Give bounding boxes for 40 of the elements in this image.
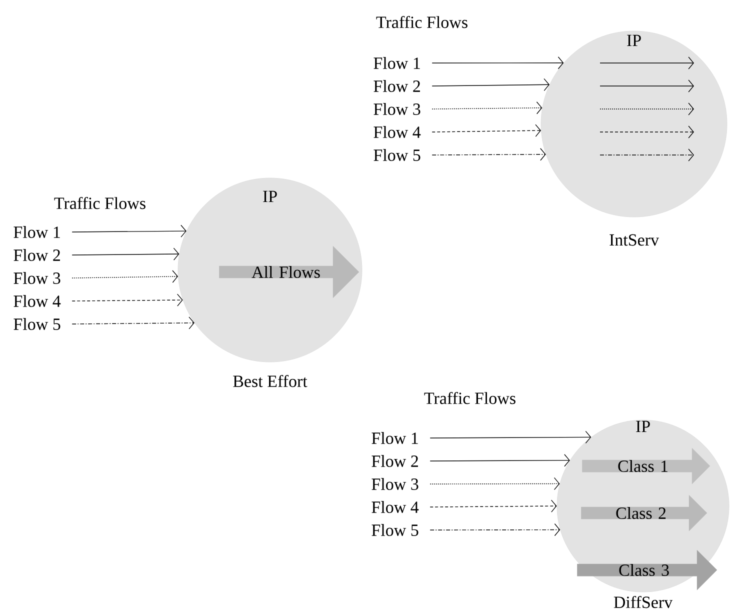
flow-label: Flow 2 [372, 455, 418, 467]
flow-arrow [430, 477, 560, 490]
flow-arrow [432, 148, 546, 161]
flow-arrow [72, 270, 178, 283]
flow-arrow [72, 294, 183, 306]
flow-label: Flow 3 [374, 103, 420, 115]
flow-label: Flow 4 [14, 295, 61, 307]
flow-arrow [72, 316, 194, 330]
flow-label: Flow 1 [372, 432, 418, 444]
class-band: All Flows [219, 246, 360, 298]
flow-arrow [430, 523, 560, 536]
flow-arrow [432, 56, 564, 70]
heading: Traffic Flows [376, 16, 468, 28]
flow-label: Flow 1 [14, 226, 60, 238]
flow-label: Flow 2 [374, 80, 420, 92]
flow-label: Flow 1 [374, 57, 420, 69]
flow-label: Flow 4 [374, 126, 421, 138]
heading: Traffic Flows [54, 196, 146, 210]
heading: Traffic Flows [424, 392, 516, 404]
flow-arrow [430, 430, 592, 444]
flow-arrow [432, 78, 550, 92]
node-label: IntServ [610, 234, 660, 246]
flow-label: Flow 5 [374, 149, 420, 161]
flow-arrow [432, 124, 542, 137]
flow-arrow [430, 454, 570, 467]
node-label: DiffServ [614, 596, 673, 608]
flow-label: Flow 3 [372, 478, 418, 490]
class-band: Class 3 [577, 550, 718, 590]
flow-label: Flow 5 [372, 524, 418, 536]
flow-label: Flow 3 [14, 272, 60, 284]
flow-arrow [432, 102, 542, 114]
flow-label: Flow 4 [372, 501, 419, 513]
class-band: Class 1 [582, 448, 710, 484]
flow-arrow [430, 500, 557, 512]
class-band: Class 2 [581, 494, 708, 532]
flow-label: Flow 5 [14, 318, 60, 330]
flow-arrow [72, 224, 186, 238]
flow-label: Flow 2 [14, 249, 60, 261]
node-label: Best Effort [233, 374, 308, 388]
flow-arrow [72, 248, 180, 260]
